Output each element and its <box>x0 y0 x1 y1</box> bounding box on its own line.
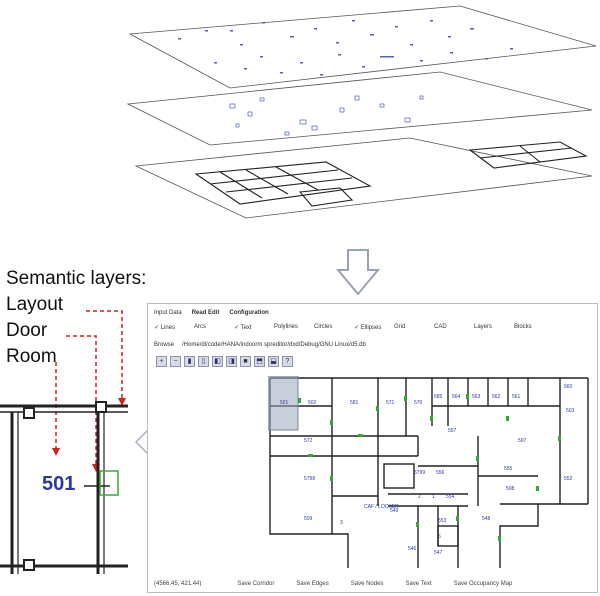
room-562: 561 <box>512 394 521 400</box>
save-edges-button[interactable]: Save Edges <box>296 581 329 587</box>
room-563: 562 <box>492 394 501 400</box>
browse-button[interactable]: Browse <box>154 342 175 348</box>
floorplan-canvas[interactable]: 501 502 581 571 570 585 564 563 562 561 … <box>268 376 590 568</box>
toggle-cad[interactable]: CAD <box>434 324 447 330</box>
file-path-text: /Home/dl/code/HANA/indoorm spreditor/dxd… <box>182 342 366 348</box>
room-507: 5798 <box>304 476 315 482</box>
room-509: 3 <box>340 520 343 526</box>
room-label: Room <box>6 346 57 367</box>
room-556: 555 <box>504 466 513 472</box>
room-552: 508 <box>506 486 515 492</box>
cursor-coordinates: (4566.45, 421.44) <box>154 581 202 587</box>
door-markers <box>298 394 561 541</box>
room-layer-plane <box>128 5 597 89</box>
zoom-in-icon[interactable]: + <box>156 356 167 367</box>
toggle-arcs[interactable]: Arcs <box>194 324 206 330</box>
room-508: 509 <box>304 516 313 522</box>
toolbar: + − ▮ ▯ ◧ ◨ ■ ⬒ ⬓ ? <box>156 356 293 367</box>
door-layer-plane <box>126 71 593 146</box>
room-553: 548 <box>482 516 491 522</box>
door-tool-icon[interactable]: ▯ <box>198 356 209 367</box>
toggle-blocks[interactable]: Blocks <box>514 324 532 330</box>
door-marker <box>99 470 119 496</box>
door-layer-marks <box>229 95 424 136</box>
room-572: 557 <box>448 428 457 434</box>
room-557: 507 <box>518 438 527 444</box>
toggle-lines[interactable]: ✓ Lines <box>154 325 176 331</box>
room-582: 581 <box>350 400 359 406</box>
zoom-out-icon[interactable]: − <box>170 356 181 367</box>
menu-configuration[interactable]: Configuration <box>229 310 269 316</box>
toggle-ellipses[interactable]: ✓ Ellipses <box>354 325 382 331</box>
door-pointer-arrow <box>66 335 97 466</box>
save-text-button[interactable]: Save Text <box>405 581 432 587</box>
room-5799: 556 <box>436 470 445 476</box>
room-502: 502 <box>308 400 317 406</box>
room-570: 585 <box>434 394 443 400</box>
room-547: 6 <box>438 534 441 540</box>
room-548: 546 <box>408 546 417 552</box>
save-corridor-button[interactable]: Save Corridor <box>237 581 275 587</box>
room-num-1: 554 <box>446 494 455 500</box>
node-tool-icon[interactable]: ⬒ <box>254 356 265 367</box>
down-arrow <box>336 249 380 296</box>
layout-label: Layout <box>6 294 64 315</box>
save-occupancy-map-button[interactable]: Save Occupancy Map <box>453 581 513 587</box>
layer-toggle-row: ✓ Lines Arcs ✓ Text Polylines Circles ✓ … <box>154 324 554 331</box>
layout-pointer-arrow <box>86 310 123 400</box>
save-nodes-button[interactable]: Save Nodes <box>350 581 384 587</box>
wall-tool-icon[interactable]: ▮ <box>184 356 195 367</box>
room-num-3: 2 <box>418 494 421 500</box>
status-bar: (4566.45, 421.44) Save Corridor Save Edg… <box>154 581 512 587</box>
layout-layer-floorplan <box>194 141 588 207</box>
room-549: 553 <box>438 518 447 524</box>
toggle-layers[interactable]: Layers <box>474 324 493 330</box>
room-554: 549 <box>390 508 399 514</box>
toggle-polylines[interactable]: Polylines <box>274 324 299 330</box>
room-5798: 5799 <box>414 470 425 476</box>
room-585: 564 <box>452 394 461 400</box>
semantic-layers-legend: Semantic layers: Layout Door Room <box>6 266 146 370</box>
room-571: 570 <box>414 400 423 406</box>
room-561: 560 <box>564 384 573 390</box>
room-num-6: CAF / LOCKER <box>364 504 399 510</box>
room-num-2: 1 <box>432 494 435 500</box>
room-layer-marks <box>178 20 513 76</box>
window-tool-icon[interactable]: ◧ <box>212 356 223 367</box>
toggle-text[interactable]: ✓ Text <box>234 325 252 331</box>
corridor-tool-icon[interactable]: ◨ <box>226 356 237 367</box>
editor-app-window: Input Data Read Edit Configuration ✓ Lin… <box>147 303 598 593</box>
room-555: 552 <box>564 476 573 482</box>
room-503: 572 <box>304 438 313 444</box>
room-560: 503 <box>566 408 575 414</box>
menu-bar: Input Data Read Edit Configuration <box>154 310 269 316</box>
edge-tool-icon[interactable]: ⬓ <box>268 356 279 367</box>
menu-input-data[interactable]: Input Data <box>154 310 182 316</box>
layout-layer-plane <box>134 137 593 219</box>
file-path-row: Browse /Home/dl/code/HANA/indoorm spredi… <box>154 342 366 348</box>
door-label: Door <box>6 320 48 341</box>
zoomed-detail-view: 501 <box>0 401 128 574</box>
room-564: 563 <box>472 394 481 400</box>
toggle-grid[interactable]: Grid <box>394 324 406 330</box>
help-icon[interactable]: ? <box>282 356 293 367</box>
room-tool-icon[interactable]: ■ <box>240 356 251 367</box>
semantic-layers-heading: Semantic layers: <box>6 268 147 289</box>
room-number-label: 501 <box>42 473 75 495</box>
menu-read-edit[interactable]: Read Edit <box>191 310 220 316</box>
room-546: 547 <box>434 550 443 556</box>
room-501: 501 <box>280 400 289 406</box>
toggle-circles[interactable]: Circles <box>314 324 333 330</box>
room-581: 571 <box>386 400 395 406</box>
stacked-layers-illustration <box>126 5 597 219</box>
